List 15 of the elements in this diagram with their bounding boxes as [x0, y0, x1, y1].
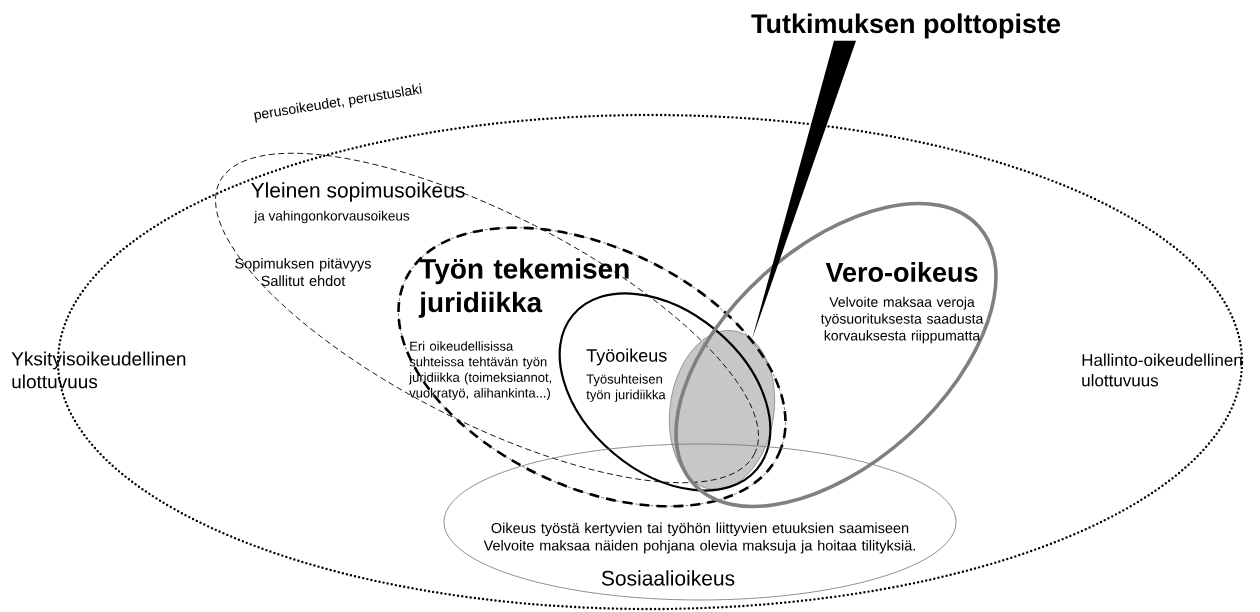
axis-label: Yksityisoikeudellinen ulottuvuus: [11, 351, 186, 389]
area-text: Eri oikeudellisissa suhteissa tehtävän työn juridiikka (toimeksiannot, vuokratyö, alihankinta...): [408, 341, 552, 401]
focus-title: Tutkimuksen polttopiste: [751, 13, 1061, 39]
area-title: Sosiaalioikeus: [601, 570, 735, 586]
area-title: Vero-oikeus: [825, 262, 978, 282]
area-text: Velvoite maksaa veroja työsuorituksesta saadusta korvauksesta riippumatta: [820, 296, 984, 344]
area-text: Työsuhteisen työn juridiikka: [586, 374, 666, 402]
area-subtitle: ja vahingonkorvausoikeus: [254, 210, 410, 224]
axis-label: Hallinto-oikeudellinen ulottuvuus: [1082, 353, 1242, 387]
area-title: Yleinen sopimusoikeus: [251, 182, 465, 202]
area-title: Työoikeus: [586, 348, 667, 366]
shaded-area: [669, 330, 775, 490]
area-text: Oikeus työstä kertyvien tai työhön liittyvien etuuksien saamiseen Velvoite maksaa näiden pohjana olevia maksuja ja hoitaa tilityksiä.: [483, 522, 915, 554]
area-text: Sopimuksen pitävyys Sallitut ehdot: [235, 257, 371, 286]
area-title: Työn tekemisen juridiikka: [418, 258, 629, 318]
